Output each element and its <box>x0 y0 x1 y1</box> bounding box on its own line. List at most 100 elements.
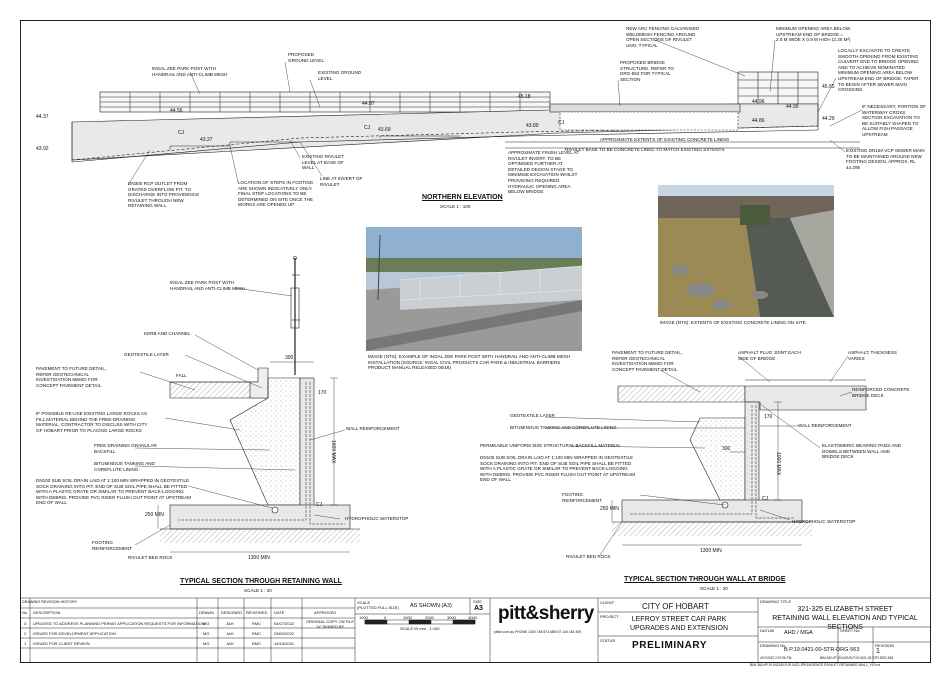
rev-row-3-no: 3 <box>24 621 27 626</box>
sb-note-backfill: PERMEABLE UNIFORM SIZE STRUCTURAL BACKFI… <box>480 443 621 448</box>
drawing-no-label: DRAWING No. <box>760 643 787 648</box>
note-new-arc-fencing: NEW ARC FENCING GALVANISED WELDMESH FENC… <box>626 26 700 48</box>
rev-row-2-no: 2 <box>24 631 27 636</box>
sw-note-wall-reinf: WALL REINFORCEMENT <box>346 426 400 431</box>
rev-row-1-no: 1 <box>24 641 27 646</box>
status-value: PRELIMINARY <box>632 640 708 651</box>
note-ingal-post-elev: INGAL ZEE PARK POST WITH HANDRAIL AND AN… <box>152 66 228 77</box>
note-finish-level: APPROXIMATE FINISH LEVEL AT RIVULET INVE… <box>508 150 580 195</box>
sw-note-fall: FALL <box>176 373 187 378</box>
sw-note-granular-backfill: FREE DRAINING GRANULAR BACKFILL <box>94 443 157 454</box>
rev-header-reviewed: REVIEWED <box>246 610 268 615</box>
note-proposed-ground: PROPOSED GROUND LEVEL <box>288 52 324 63</box>
rev-row-1-desc: ISSUED FOR CLIENT REVIEW <box>33 641 90 646</box>
date-printed: 4/07/2022 2:57:56 PM <box>760 656 792 660</box>
status-label: STATUS <box>600 638 616 643</box>
section-bridge-scale: SCALE 1 : 20 <box>700 586 728 591</box>
rev-row-1-designed: JAH <box>226 641 234 646</box>
elev-cj-3: CJ <box>558 120 565 126</box>
sw-note-large-rocks: IF POSSIBLE RE-USE EXISTING LARGE ROCKS … <box>36 411 148 433</box>
rev-row-3-reviewed: RMC <box>252 621 262 626</box>
note-existing-rivulet-level: EXISTING RIVULET LEVEL AT BASE OF WALL <box>302 154 345 171</box>
sw-note-subsoil-drain: DN100 SUB SOIL DRAIN LAID AT 1:100 MIN W… <box>36 478 192 506</box>
sw-dim-1300: 1300 MIN <box>248 555 270 561</box>
level-44-96: 44.96 <box>752 99 765 105</box>
scale-value: AS SHOWN (A3) <box>410 603 452 609</box>
drawing-frame <box>20 20 931 663</box>
sb-note-wall-reinf: WALL REINFORCEMENT <box>798 423 852 428</box>
sw-note-geotextile: GEOTEXTILE LAYER <box>124 352 169 357</box>
level-44-87: 44.87 <box>362 101 375 107</box>
elevation-scale: SCALE 1 : 100 <box>440 204 471 209</box>
rev-row-2-reviewed: RMC <box>252 631 262 636</box>
note-locally-excavate: LOCALLY EXCAVATE TO CREATE SMOOTH OPENIN… <box>838 48 919 93</box>
photo1-caption: IMAGE (NTS): EXAMPLE OF INGAL ZEE PARK P… <box>368 354 571 371</box>
level-44-37: 44.37 <box>36 114 49 120</box>
level-43-27: 43.27 <box>200 137 213 143</box>
title-block-lines <box>20 597 931 663</box>
rev-header-approved: APPROVED <box>314 610 337 615</box>
level-44-99: 44.99 <box>786 104 799 110</box>
rev-row-2-date: 23/02/2022 <box>274 631 295 636</box>
project-name: LEFROY STREET CAR PARK UPGRADES AND EXTE… <box>629 616 729 632</box>
retaining-wall-section <box>134 256 360 553</box>
sb-note-footing-reinf: FOOTING REINFORCEMENT <box>562 492 603 503</box>
northern-elevation <box>71 39 863 186</box>
rev-row-1-drawn: MG <box>203 641 210 646</box>
sheet-label: SHEET No. <box>840 628 861 633</box>
rev-row-1-date: 14/10/2021 <box>274 641 295 646</box>
bridge-wall-section <box>544 355 867 556</box>
level-45-65: 45.65 <box>822 84 835 90</box>
note-approx-extents: APPROXIMATE EXTENTS OF EXISTING CONCRETE… <box>600 137 730 142</box>
rev-row-3-drawn: MG <box>203 621 210 626</box>
sb-dim-1300: 1300 MIN <box>700 548 722 554</box>
sb-dim-1000: 1000 MAX <box>775 452 781 476</box>
note-rivulet-base: RIVULET BASE TO BE CONCRETE LINED TO MAT… <box>565 147 725 152</box>
note-line-invert: LINE AT INVERT OF RIVULET <box>320 176 363 187</box>
sw-note-pavement: PAVEMENT TO FUTURE DETAIL, REFER GEOTECH… <box>36 366 107 388</box>
note-existing-ground: EXISTING GROUND LEVEL <box>318 70 362 81</box>
photo-existing-lining <box>658 185 834 317</box>
drawing-title-label: DRAWING TITLE <box>760 599 792 604</box>
note-proposed-bridge: PROPOSED BRIDGE STRUCTURE. REFER TO DRG-… <box>620 60 674 82</box>
elevation-title: NORTHERN ELEVATION <box>422 194 503 201</box>
revision-value: 1 <box>876 648 880 655</box>
rev-row-3-desc: UPDATED TO ADDRESS PLANNING PERMIT APPLI… <box>33 621 205 626</box>
rev-row-2-desc: ISSUED FOR DEVELOPMENT APPLICATION <box>33 631 116 636</box>
sb-note-bed-rock: RIVULET BED ROCK <box>566 554 611 559</box>
sb-note-pavement: PAVEMENT TO FUTURE DETAIL, REFER GEOTECH… <box>612 350 683 372</box>
sb-note-bridge-deck: REINFORCED CONCRETE BRIDGE DECK <box>852 387 910 398</box>
sw-dim-300: 300 <box>285 355 294 361</box>
sw-note-tanking: BITUMINOUS TANKING AND COREFLUTE LINING <box>94 461 155 472</box>
sb-note-geotextile: GEOTEXTILE LAYER <box>510 413 555 418</box>
sb-dim-250: 250 MIN <box>600 506 619 512</box>
scale-bar-1: 1000 <box>359 615 368 620</box>
scale-bar-2: 0 <box>384 615 387 620</box>
sw-note-kerb: KERB AND CHANNEL <box>144 331 191 336</box>
sw-note-footing-reinf: FOOTING REINFORCEMENT <box>92 540 133 551</box>
note-if-necessary: IF NECESSARY, PORTION OF WATERWAY CROSS … <box>862 104 927 137</box>
note-dn300-outlet: DN300 RCP OUTLET FROM GRATED OVERFLOW PI… <box>128 181 200 209</box>
sb-dim-300: 300 <box>722 446 731 452</box>
sw-dim-170: 170 <box>318 390 327 396</box>
datum-value: AHD / MGA <box>784 630 813 636</box>
sb-note-bearing-pads: ELASTOMERIC BEARING PADS AND DOWELS BETW… <box>822 443 901 460</box>
datum-label: DATUM <box>760 628 774 633</box>
section-wall-scale: SCALE 1 : 20 <box>244 588 272 593</box>
sb-note-asphalt-thickness: ASPHALT, THICKNESS VARIES <box>848 350 897 361</box>
photo-ingal-post <box>366 227 583 351</box>
scale-bar-6: 4000 <box>468 615 477 620</box>
sw-cj: CJ <box>316 502 323 508</box>
approved-note: ORIGINAL COPY ON FILE "A" SIGNED BY <box>306 619 355 629</box>
sw-note-ingal-post: INGAL ZEE PARK POST WITH HANDRAIL AND AN… <box>170 280 246 291</box>
client-name: CITY OF HOBART <box>642 602 709 611</box>
sb-dim-170: 170 <box>764 414 773 420</box>
section-wall-title: TYPICAL SECTION THROUGH RETAINING WALL <box>180 578 342 585</box>
level-43-89: 43.89 <box>526 123 539 129</box>
note-sewer-main: EXISTING DN150 VCP SEWER MAIN TO BE MAIN… <box>846 148 925 170</box>
sw-note-waterstop: HYDROPHOLIC WATERSTOP <box>345 516 409 521</box>
photo2-caption: IMAGE (NTS): EXTENTS OF EXISTING CONCRET… <box>660 320 806 325</box>
note-footing-steps: LOCATION OF STEPS IN FOOTING ARE SHOWN I… <box>238 180 314 208</box>
rev-header-description: DESCRIPTION <box>33 610 61 615</box>
